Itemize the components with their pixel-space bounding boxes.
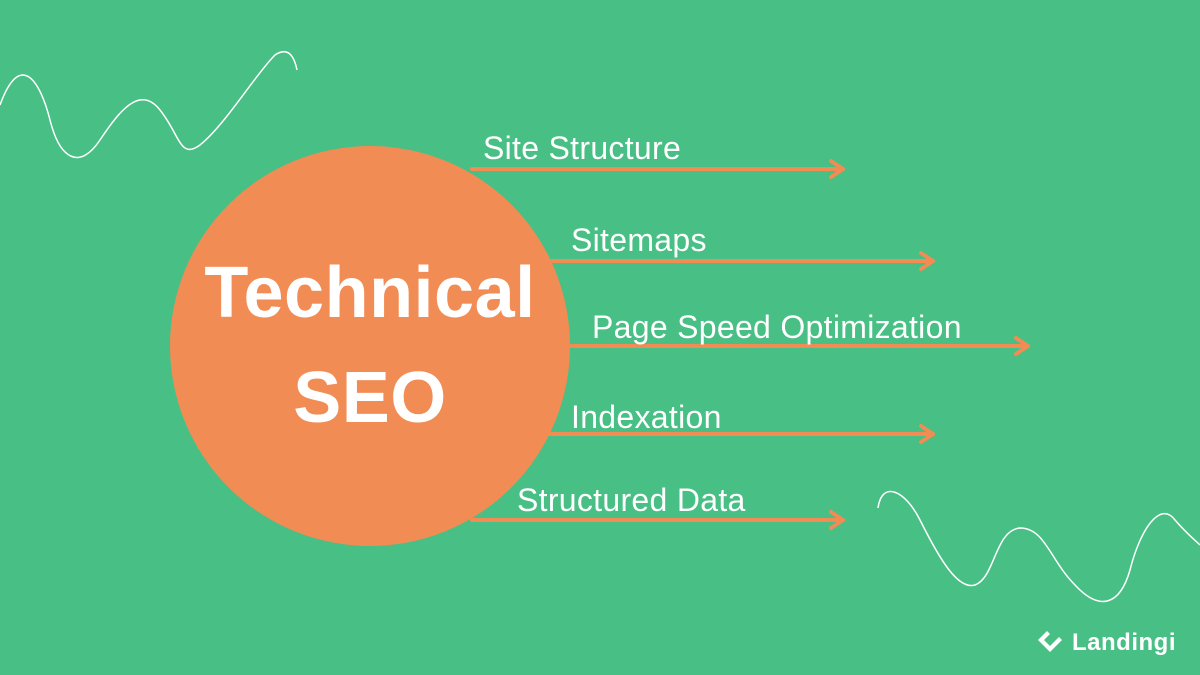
branch-label-site-structure: Site Structure bbox=[483, 130, 682, 166]
branch-label-structured-data: Structured Data bbox=[517, 482, 746, 518]
squiggle-bottom-right bbox=[877, 490, 1200, 603]
branch-label-page-speed-optimization: Page Speed Optimization bbox=[592, 309, 962, 345]
branch-label-indexation: Indexation bbox=[571, 399, 722, 435]
landingi-logo-icon bbox=[1038, 631, 1062, 652]
center-title-line1: Technical bbox=[204, 253, 536, 333]
squiggle-top-left bbox=[0, 50, 298, 159]
brand-logo: Landingi bbox=[1036, 628, 1176, 658]
brand-name: Landingi bbox=[1072, 629, 1176, 656]
arrow-page-speed-optimization bbox=[567, 336, 1030, 356]
branch-label-sitemaps: Sitemaps bbox=[571, 222, 707, 258]
central-circle bbox=[170, 146, 570, 546]
arrow-indexation bbox=[546, 424, 935, 444]
arrow-structured-data bbox=[470, 510, 845, 530]
arrow-sitemaps bbox=[546, 251, 935, 271]
center-title-line2: SEO bbox=[293, 358, 447, 438]
arrow-site-structure bbox=[470, 159, 845, 179]
